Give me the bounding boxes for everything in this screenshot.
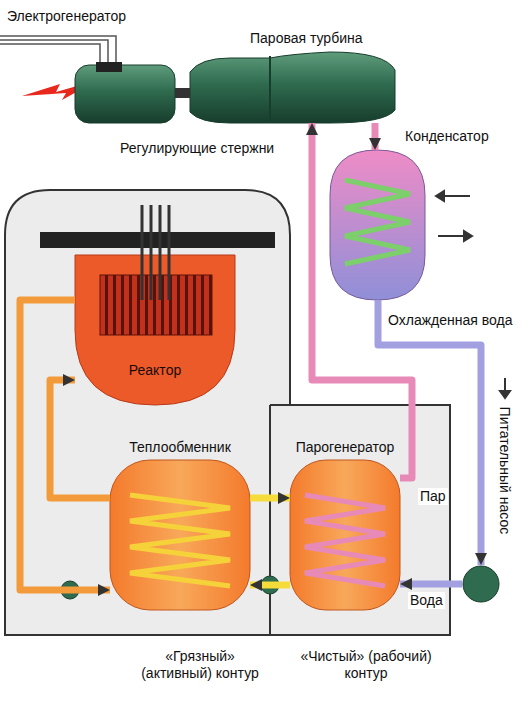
- pipe: [250, 495, 290, 502]
- edge-label: Вода: [408, 592, 445, 609]
- condenser-coil: [345, 180, 410, 264]
- reactor: Реактор: [75, 255, 235, 405]
- generator-wires: [0, 36, 116, 66]
- node-label: Паровая турбина: [250, 30, 363, 47]
- steam-generator: Парогенератор: [290, 460, 400, 610]
- pipe: [250, 582, 290, 589]
- node-label: Реактор: [129, 362, 181, 379]
- edge-label: Пар: [418, 488, 448, 505]
- node-label: Теплообменник: [129, 439, 231, 456]
- node-label: Электрогенератор: [7, 8, 126, 25]
- reactor-core: [100, 275, 212, 335]
- condenser-vessel: [330, 150, 425, 300]
- pipe: [378, 300, 481, 565]
- generator-body: [75, 65, 175, 123]
- plain-label: Охлажденная вода: [388, 312, 512, 329]
- shaft: [175, 88, 190, 98]
- node-label: Питательный насос: [497, 406, 514, 534]
- plain-label: «Грязный» (активный) контур: [128, 648, 272, 682]
- pump-circle: [463, 566, 499, 602]
- generator: Электрогенератор: [75, 65, 175, 123]
- feed-pump: Питательный насос: [462, 565, 500, 603]
- pump-symbol: [462, 565, 500, 603]
- reactor-lid: [40, 232, 275, 248]
- room-wall: [270, 404, 290, 406]
- control-rods: [142, 205, 169, 300]
- pipe: [20, 300, 110, 590]
- plain-label: «Чистый» (рабочий) контур: [296, 648, 436, 682]
- heat-exchanger-coil: [130, 495, 230, 586]
- node-label: Конденсатор: [405, 128, 489, 145]
- turbine-body: [190, 52, 395, 123]
- steam-generator-coil: [305, 495, 385, 586]
- heat-exchanger: Теплообменник: [110, 460, 250, 610]
- reactor-vessel: [75, 255, 235, 405]
- steam-turbine: Паровая турбина: [190, 52, 395, 123]
- pipe: [312, 123, 412, 478]
- generator-terminal: [96, 62, 122, 72]
- room-wall: [269, 405, 271, 635]
- pipe: [50, 380, 110, 498]
- pipe: [175, 88, 190, 98]
- heat-exchanger-vessel: [110, 460, 250, 610]
- pipe: [400, 581, 462, 588]
- turbine-seam: [269, 56, 271, 123]
- node-label: Парогенератор: [296, 439, 395, 456]
- steam-generator-vessel: [290, 460, 400, 610]
- cooling-water-arrows: [436, 191, 472, 241]
- flow-arrow: [500, 378, 510, 398]
- pipe: [372, 123, 379, 150]
- plain-label: Регулирующие стержни: [120, 140, 274, 157]
- condenser: Конденсатор: [330, 150, 425, 300]
